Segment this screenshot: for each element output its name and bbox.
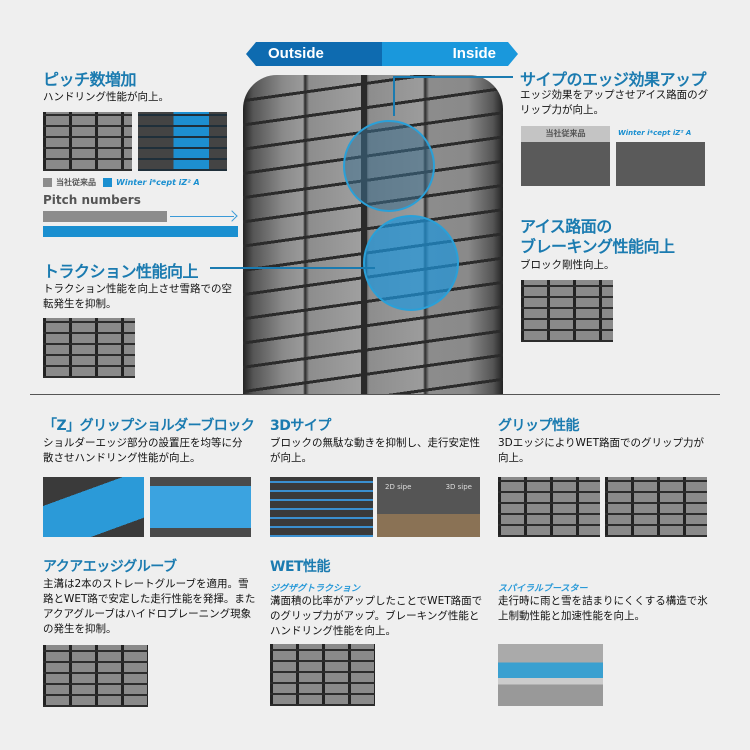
legend-swatch-product [103,178,112,187]
feature-title-grip: グリップ性能 [498,418,580,434]
feature-desc-spiral: 走行時に雨と雪を詰まりにくくする構造で氷上制動性能と加速性能を向上。 [498,595,708,622]
legend-product: Winter i*cept iZ² A [116,178,200,187]
zoom-circle-sipe [343,120,435,212]
feature-subtitle-spiral: スパイラルブースター [498,584,588,594]
pitch-legend: 当社従来品 Winter i*cept iZ² A [43,177,200,188]
pitch-title: ピッチ数増加 [43,70,137,89]
grip-image-1 [498,477,600,537]
feature-title-3d-sipe: 3Dサイプ [270,418,331,434]
traction-desc: トラクション性能を向上させ雪路での空転発生を抑制。 [43,283,232,310]
feature-subtitle-zigzag: ジグザグトラクション [270,584,361,594]
ice-braking-title-2: ブレーキング性能向上 [520,237,675,256]
traction-title: トラクション性能向上 [43,262,199,281]
feature-desc-z-grip: ショルダーエッジ部分の設置圧を均等に分散させハンドリング性能が向上。 [43,437,243,464]
sipe-conventional-panel: 当社従来品 [521,126,610,186]
banner-inside: Inside [382,42,518,66]
z-grip-image-1 [43,477,144,537]
sipe-product-label: Winter i*cept iZ² A [618,129,692,137]
product-tread-image [138,112,227,171]
pitch-arrow-head [226,210,238,222]
tire-tread-image [243,75,503,395]
sipe-edge-desc: エッジ効果をアップさせアイス路面のグリップ力が向上。 [520,89,709,116]
3d-sipe-image-2: 2D sipe 3D sipe [377,477,480,537]
feature-desc-aqua-edge: 主溝は2本のストレートグルーブを適用。雪路とWET路で安定した走行性能を発揮。ま… [43,578,256,635]
pitch-bar-product [43,226,238,237]
aqua-edge-image [43,645,148,707]
legend-swatch-conventional [43,178,52,187]
feature-desc-grip: 3DエッジによりWET路面でのグリップ力が向上。 [498,437,704,464]
zoom-circle-block [363,215,459,311]
sipe-edge-title: サイプのエッジ効果アップ [520,70,707,89]
pitch-bar-conventional [43,211,167,222]
wet-image [270,644,375,706]
traction-image [43,318,135,378]
feature-title-z-grip: 「Z」グリップショルダーブロック [43,418,255,434]
section-divider [30,394,720,395]
ice-braking-image [521,280,613,342]
banner-outside: Outside [246,42,382,66]
pitch-chart-title: Pitch numbers [43,193,141,207]
feature-title-wet: WET性能 [270,559,331,575]
pitch-arrow [170,216,234,217]
conventional-tread-image [43,112,132,171]
feature-desc-3d-sipe: ブロックの無駄な動きを抑制し、走行安定性が向上。 [270,437,480,464]
ice-braking-title-1: アイス路面の [520,217,612,236]
ice-braking-desc: ブロック剛性向上。 [520,259,615,271]
legend-conventional: 当社従来品 [56,178,96,187]
z-grip-image-2 [150,477,251,537]
feature-desc-wet: 溝面積の比率がアップしたことでWET路面でのグリップ力がアップ。ブレーキング性能… [270,595,483,637]
grip-image-2 [605,477,707,537]
3d-sipe-image-1 [270,477,373,537]
feature-title-aqua-edge: アクアエッジグルーブ [43,559,177,575]
pitch-desc: ハンドリング性能が向上。 [43,91,169,103]
spiral-booster-image [498,644,603,706]
direction-banner: Outside Inside [246,42,518,66]
sipe-product-panel [616,142,705,186]
